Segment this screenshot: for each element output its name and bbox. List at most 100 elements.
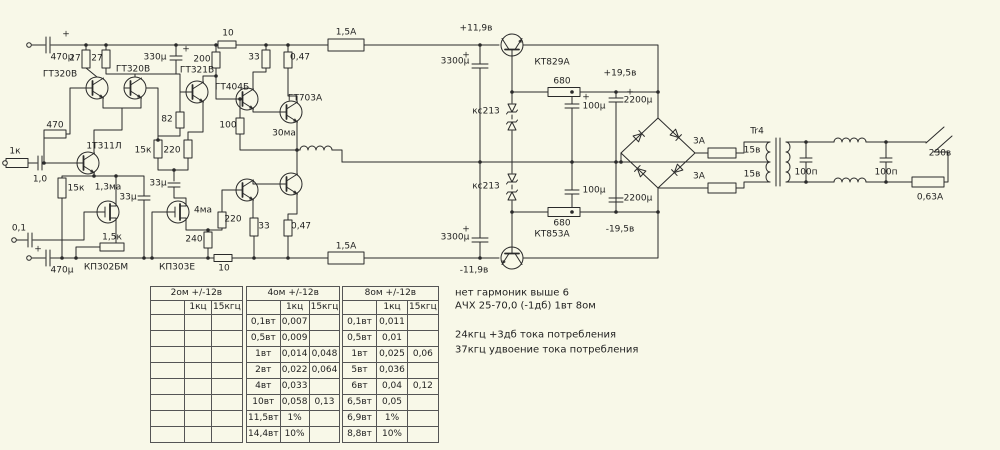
transistor-1t311l: [76, 151, 100, 175]
table-cell: [211, 346, 243, 363]
table-cell: [211, 378, 243, 395]
schematic-label: 100п: [874, 167, 898, 178]
table-cell: 0,011: [376, 314, 408, 331]
table-cell: 0,04: [376, 378, 408, 395]
schematic-label: кс213: [472, 181, 500, 192]
table-title: 2ом +/-12в: [150, 286, 243, 301]
table-title: 8ом +/-12в: [342, 286, 439, 301]
schematic-label: 220: [224, 214, 242, 225]
note-line: нет гармоник выше 6: [455, 287, 569, 299]
table-row: [150, 346, 243, 363]
table-cell: 10%: [376, 426, 408, 443]
schematic-label: +: [462, 224, 470, 235]
table-cell: 8,8вт: [342, 426, 377, 443]
schematic-label: 27: [69, 53, 81, 64]
table-cell: 10%: [279, 426, 310, 443]
schematic-label: 1,5А: [335, 241, 357, 252]
schematic-label: Tr4: [750, 126, 764, 137]
table-cell: 0,05: [376, 394, 408, 411]
schematic-label: 82: [161, 114, 173, 125]
table-cell: [150, 426, 185, 443]
table-cell: [407, 362, 439, 379]
table-cell: [184, 314, 212, 331]
table-row: [150, 378, 243, 395]
table-cell: 0,009: [279, 330, 310, 347]
mains-filter-coils: [834, 138, 866, 182]
transistor-gt705b: [279, 172, 303, 196]
table-cell: 6вт: [342, 378, 377, 395]
table-cell: [184, 362, 212, 379]
schematic-label: 100µ: [582, 101, 606, 112]
table-title: 4ом +/-12в: [245, 286, 341, 301]
schematic-label: КП302БМ: [83, 262, 129, 273]
table-row: [150, 330, 243, 347]
schematic-label: 4ма: [193, 205, 213, 216]
schematic-label: 1,3ма: [94, 182, 122, 193]
table-cell: [150, 346, 185, 363]
table-cell: 4вт: [246, 378, 281, 395]
table-col-header: 1кц: [184, 300, 212, 315]
table-row: [150, 426, 243, 443]
schematic-label: 3А: [693, 171, 705, 182]
schematic-label: 230в: [928, 148, 952, 159]
schematic-label: КП303Е: [158, 262, 196, 273]
transistor-gt402b: [235, 178, 259, 202]
table-cell: 1%: [279, 410, 310, 427]
table-cell: 0,058: [279, 394, 310, 411]
note-line: 37кгц удвоение тока потребления: [455, 344, 639, 356]
fet-kp303e: [166, 200, 190, 224]
transformer-tr4: [766, 138, 790, 186]
table-col-header: [246, 300, 281, 315]
schematic-label: КТ853А: [534, 229, 570, 240]
schematic-label: кс213: [472, 106, 500, 117]
mains-plug-icon: [926, 127, 952, 152]
table-cell: [407, 314, 439, 331]
schematic-label: 470µ: [50, 52, 74, 63]
table-cell: 10вт: [246, 394, 281, 411]
schematic-label: 33: [248, 52, 260, 63]
table-cell: 0,12: [407, 378, 439, 395]
table-cell: [308, 426, 341, 443]
table-cell: 0,1вт: [246, 314, 281, 331]
schematic-label: +11,9в: [459, 23, 493, 34]
fet-kp302bm: [96, 200, 120, 224]
table-cell: [211, 410, 243, 427]
schematic-label: 30ма: [272, 128, 296, 139]
schematic-label: 240: [185, 234, 203, 245]
table-cell: [407, 330, 439, 347]
table-col-header: 15кгц: [407, 300, 439, 315]
schematic-label: 27: [91, 53, 103, 64]
table-cell: 6,9вт: [342, 410, 377, 427]
schematic-label: ГТ404Б: [214, 82, 250, 93]
note-line: 24кгц +3дб тока потребления: [455, 329, 617, 341]
transistor-gt321v: [185, 80, 209, 104]
note-line: АЧХ 25-70,0 (-1дб) 1вт 8ом: [455, 300, 596, 312]
schematic-label: 10: [222, 28, 234, 39]
schematic-label: +: [62, 29, 70, 40]
table-cell: 0,048: [308, 346, 341, 363]
table-cell: 0,01: [376, 330, 408, 347]
table-cell: [184, 378, 212, 395]
table-cell: [150, 410, 185, 427]
table-cell: [184, 346, 212, 363]
table-cell: 0,022: [279, 362, 310, 379]
schematic-label: 33µ: [149, 178, 167, 189]
table-cell: 0,13: [308, 394, 341, 411]
schematic-label: +19,5в: [603, 68, 637, 79]
schematic-label: 0,47: [289, 52, 311, 63]
table-cell: [184, 394, 212, 411]
table-cell: [211, 330, 243, 347]
table-cell: 0,025: [376, 346, 408, 363]
